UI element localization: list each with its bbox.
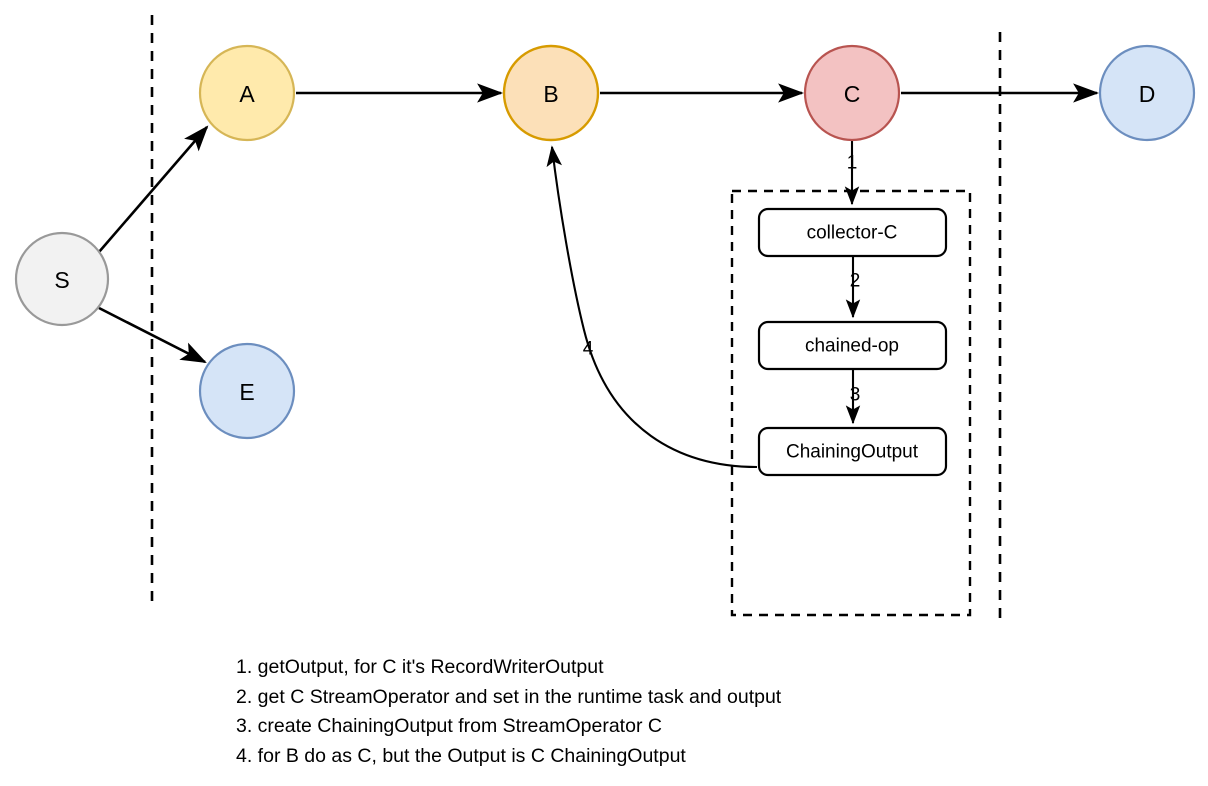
legend-item-1: 1. getOutput, for C it's RecordWriterOut… [236,656,604,678]
edge-s-to-a [98,125,209,253]
node-e-label: E [239,379,254,405]
box-chained-op[interactable]: chained-op [757,320,948,371]
edge-chained-op-to-chaining-output: 3 [845,370,861,425]
node-b[interactable]: B [502,44,600,142]
node-b-label: B [543,81,558,107]
legend-item-2: 2. get C StreamOperator and set in the r… [236,686,782,708]
edge-number-1: 1 [847,153,858,174]
box-collector-c[interactable]: collector-C [757,207,948,258]
node-e[interactable]: E [198,342,296,440]
box-chained-op-label: chained-op [805,336,899,357]
node-d[interactable]: D [1098,44,1196,142]
node-s-label: S [54,267,69,293]
node-a[interactable]: A [198,44,296,142]
edge-collector-c-to-chained-op: 2 [845,257,861,319]
edge-number-2: 2 [850,271,861,292]
legend-item-3: 3. create ChainingOutput from StreamOper… [236,715,662,737]
box-chaining-output[interactable]: ChainingOutput [757,426,948,477]
legend-item-4: 4. for B do as C, but the Output is C Ch… [236,745,686,767]
node-d-label: D [1139,81,1156,107]
legend-notes: 1. getOutput, for C it's RecordWriterOut… [236,656,782,767]
edge-number-3: 3 [850,385,861,406]
edge-s-to-e [98,306,207,364]
box-chaining-output-label: ChainingOutput [786,442,919,463]
box-collector-c-label: collector-C [807,223,898,244]
node-c[interactable]: C [803,44,901,142]
node-s[interactable]: S [14,231,110,327]
node-c-label: C [844,81,861,107]
edge-chaining-output-to-b: 4 [546,145,758,469]
node-a-label: A [239,81,255,107]
edge-c-to-collector-c: 1 [844,141,860,206]
edge-number-4: 4 [583,339,594,360]
